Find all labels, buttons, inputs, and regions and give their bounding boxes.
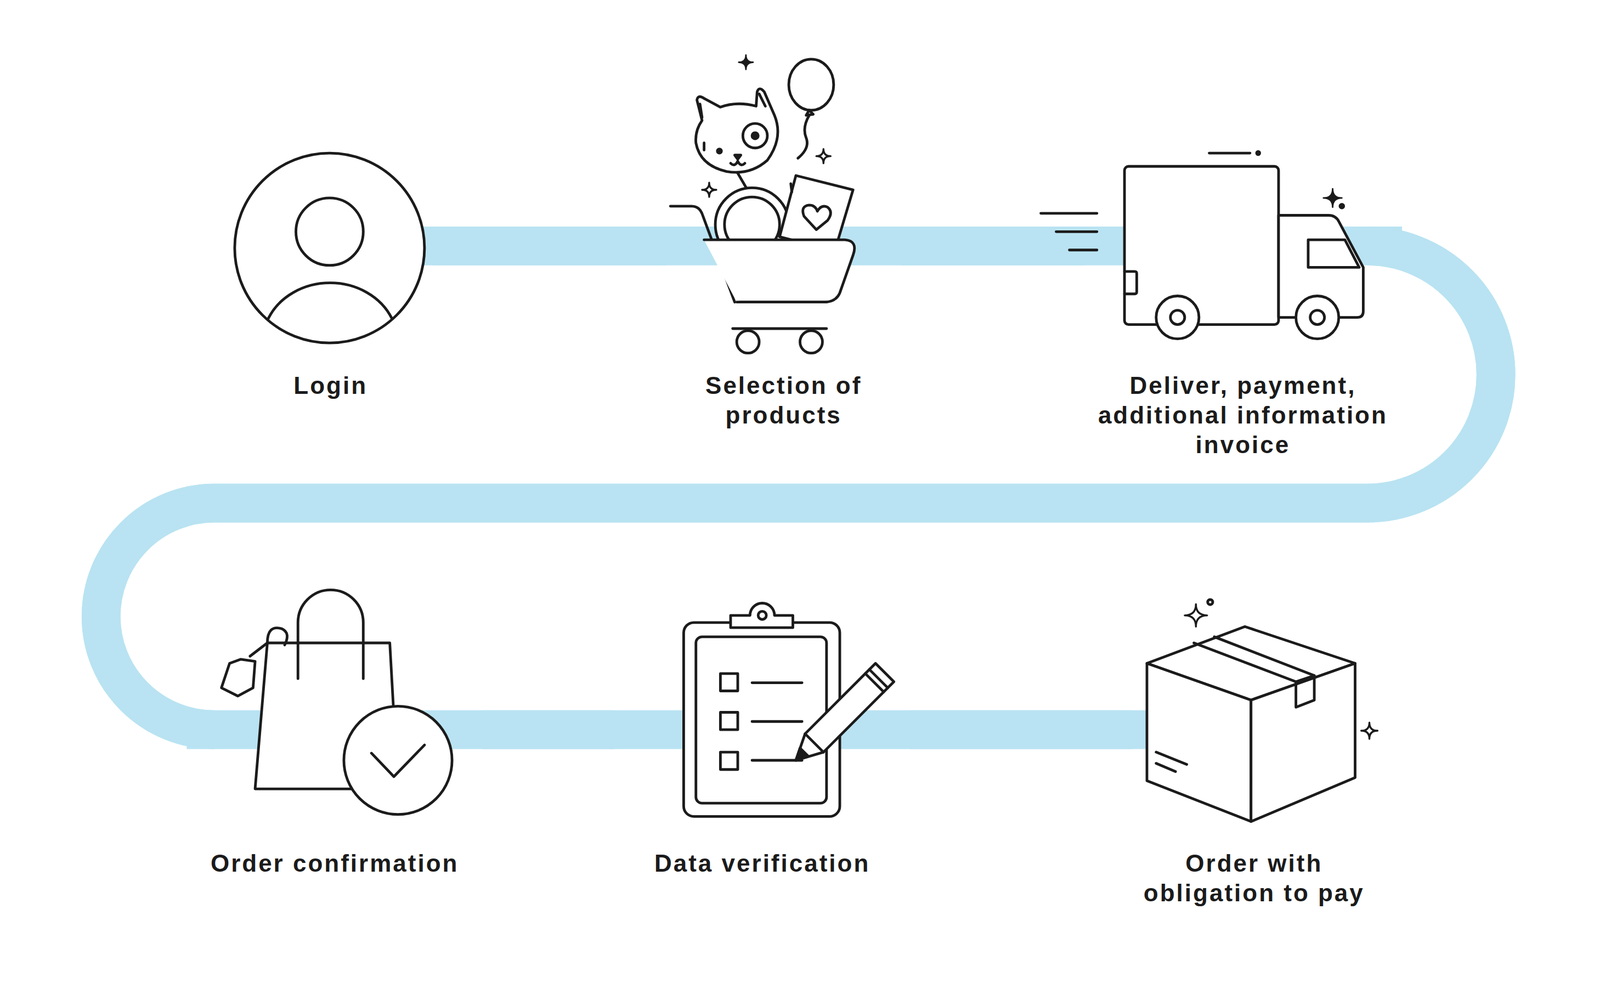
box-icon (1361, 722, 1378, 739)
truck-icon (1170, 310, 1185, 325)
box-icon (1184, 603, 1208, 627)
cart-icon (704, 239, 855, 302)
bag-icon (267, 628, 287, 646)
step-label: Deliver, payment, additional information… (1083, 370, 1402, 460)
clipboard-icon (805, 669, 889, 753)
step-label: Data verification (614, 848, 910, 879)
login-icon (234, 153, 425, 343)
truck-icon (1308, 239, 1360, 268)
box-icon (1251, 663, 1356, 822)
cart-icon (699, 93, 766, 118)
cart-icon (670, 54, 855, 353)
cart-icon (717, 149, 722, 154)
box-icon (1156, 752, 1187, 772)
clipboard-icon (683, 602, 894, 817)
truck-icon (1041, 213, 1098, 251)
bag-icon (371, 744, 425, 777)
cart-icon (736, 330, 760, 354)
truck-icon (1208, 151, 1250, 155)
step-node: Login (228, 153, 433, 401)
cart-icon (732, 302, 827, 329)
truck-icon (1156, 296, 1200, 339)
step-node: Selection of products (666, 58, 902, 431)
step-label: Selection of products (666, 370, 902, 431)
step-label: Order confirmation (186, 848, 483, 879)
cart-icon (742, 123, 768, 149)
box-icon (1296, 675, 1315, 682)
bag-icon (343, 705, 452, 814)
clipboard-icon (720, 752, 738, 770)
login-icon (295, 198, 364, 266)
clipboard-icon (752, 682, 802, 761)
cart-icon (800, 330, 823, 354)
box-icon (1194, 636, 1315, 708)
box-icon (1146, 599, 1378, 822)
cart-icon (790, 183, 793, 192)
bag-icon (250, 642, 268, 657)
login-icon (268, 283, 392, 319)
clipboard-icon (795, 748, 808, 761)
bag-icon (297, 589, 364, 679)
truck-icon (1124, 166, 1279, 325)
truck-icon (1340, 204, 1344, 208)
box-icon (1207, 599, 1213, 605)
clipboard-icon (696, 636, 827, 804)
step-label: Login (228, 370, 433, 401)
cart-icon (803, 205, 831, 230)
cart-icon (738, 54, 754, 70)
truck-icon (1323, 188, 1342, 207)
cart-icon (730, 161, 745, 166)
clipboard-icon (720, 712, 738, 731)
cart-icon (798, 115, 810, 158)
truck-icon (1041, 151, 1364, 339)
truck-icon (1296, 296, 1339, 339)
box-icon (1146, 663, 1252, 822)
bag-icon (221, 589, 452, 814)
cart-icon (816, 149, 831, 164)
cart-icon (788, 59, 834, 111)
clipboard-icon (720, 673, 738, 692)
cart-icon (752, 132, 759, 139)
cart-icon (702, 182, 717, 197)
truck-icon (1256, 151, 1260, 155)
cart-icon (734, 155, 741, 160)
step-node: Data verification (614, 600, 910, 879)
cart-icon (702, 142, 706, 150)
truck-icon (1310, 310, 1325, 325)
step-node: Deliver, payment, additional information… (1083, 148, 1402, 460)
clipboard-icon (758, 611, 767, 620)
truck-icon (1124, 271, 1137, 295)
cart-icon (696, 88, 779, 173)
clipboard-icon (795, 663, 895, 761)
step-node: Order confirmation (186, 589, 483, 879)
step-node: Order with obligation to pay (1131, 596, 1377, 908)
step-label: Order with obligation to pay (1131, 848, 1377, 908)
bag-icon (221, 659, 256, 697)
clipboard-icon (730, 602, 793, 628)
clipboard-icon (683, 622, 840, 817)
login-icon (234, 153, 425, 343)
